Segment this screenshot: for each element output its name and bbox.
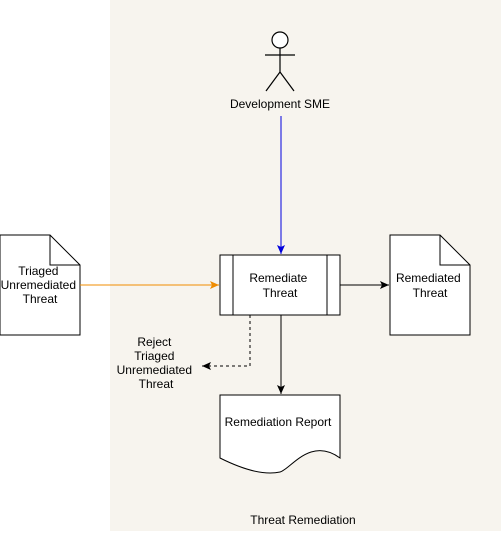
stick-figure-icon	[265, 31, 295, 92]
output-document-shape[interactable]	[389, 234, 471, 336]
output-document-label: Remediated Threat	[396, 271, 464, 300]
input-document-fold	[49, 235, 80, 266]
swimlane-label: Threat Remediation	[250, 513, 355, 527]
reject-edge[interactable]	[202, 315, 251, 370]
process-label: Remediate Threat	[249, 271, 310, 300]
input-document-shape[interactable]	[0, 234, 81, 336]
reject-label: Reject Triaged Unremediated Threat	[117, 335, 196, 391]
output-document-fold	[439, 235, 470, 266]
remediate-process-box[interactable]	[219, 254, 341, 316]
actor-label: Development SME	[230, 97, 330, 111]
input-document-label: Triaged Unremediated Threat	[1, 264, 80, 306]
report-document-shape[interactable]	[219, 394, 341, 474]
report-label: Remediation Report	[225, 415, 332, 429]
